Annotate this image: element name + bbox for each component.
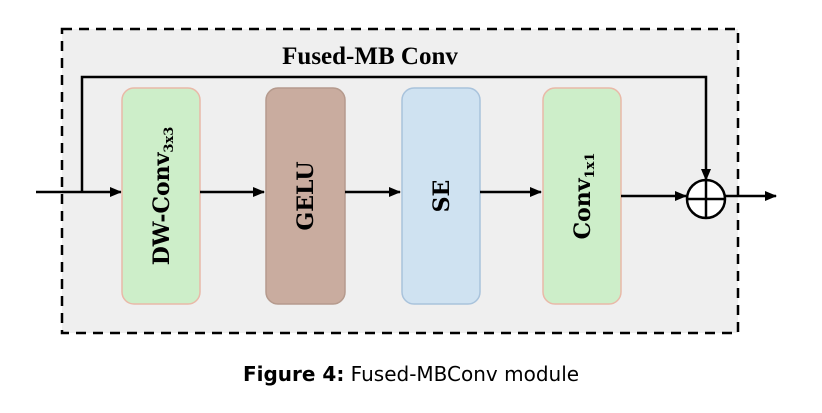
gelu-block (265, 87, 346, 305)
se-block (401, 87, 481, 305)
module-title: Fused-MB Conv (282, 43, 458, 70)
skip-connection-line (80, 75, 711, 192)
dw-conv-block (121, 87, 201, 305)
conv-1x1-label: Conv1x1 (570, 153, 598, 240)
se-label: SE (429, 180, 455, 213)
caption-label: Figure 4: (242, 362, 345, 386)
fused-mbconv-diagram: Fused-MB Conv DW-Conv3x3 GELU SE Conv1x1 (36, 27, 777, 335)
add-icon (685, 178, 727, 220)
caption-text: Fused-MBConv module (344, 362, 580, 386)
gelu-label: GELU (293, 161, 319, 230)
figure-caption: Figure 4: Fused-MBConv module (0, 362, 822, 386)
dw-conv-label: DW-Conv3x3 (149, 127, 177, 266)
